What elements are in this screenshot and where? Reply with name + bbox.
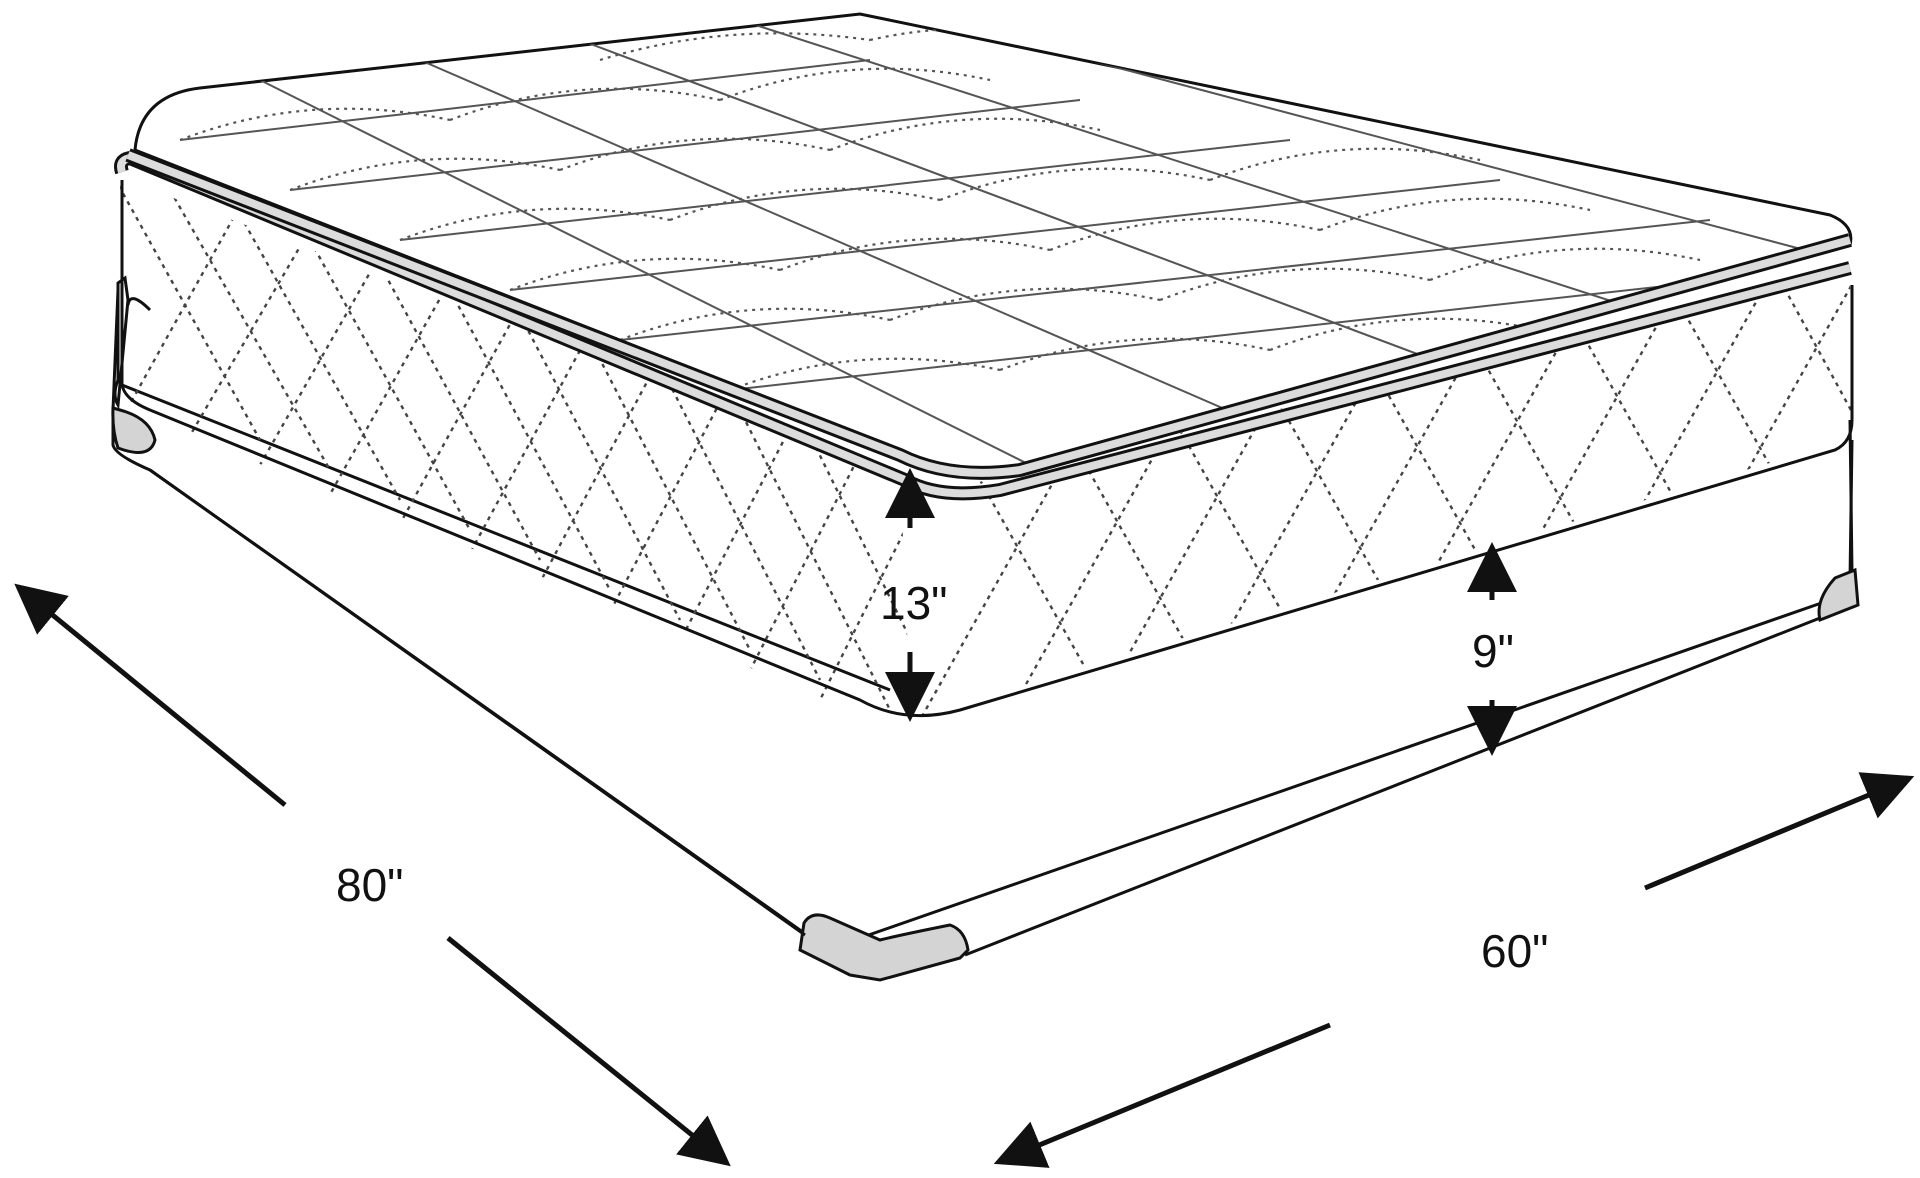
length-label: 80" (336, 859, 404, 911)
length-arrow-down (446, 936, 731, 1167)
width-label: 60" (1481, 925, 1549, 977)
mattress-height-label: 13" (880, 577, 948, 629)
width-arrow-up (1644, 772, 1915, 891)
foundation-height-label: 9" (1472, 625, 1514, 677)
side-quilting-right (918, 270, 1852, 720)
foundation (111, 275, 1860, 982)
corner-cap-left (111, 406, 157, 454)
corner-cap-front (798, 913, 970, 982)
dimension-arrows (14, 468, 1915, 1168)
pillow-top (125, 12, 1853, 480)
width-arrow-down (993, 1022, 1331, 1168)
length-arrow-up (14, 583, 287, 807)
corner-cap-right (1817, 567, 1860, 623)
